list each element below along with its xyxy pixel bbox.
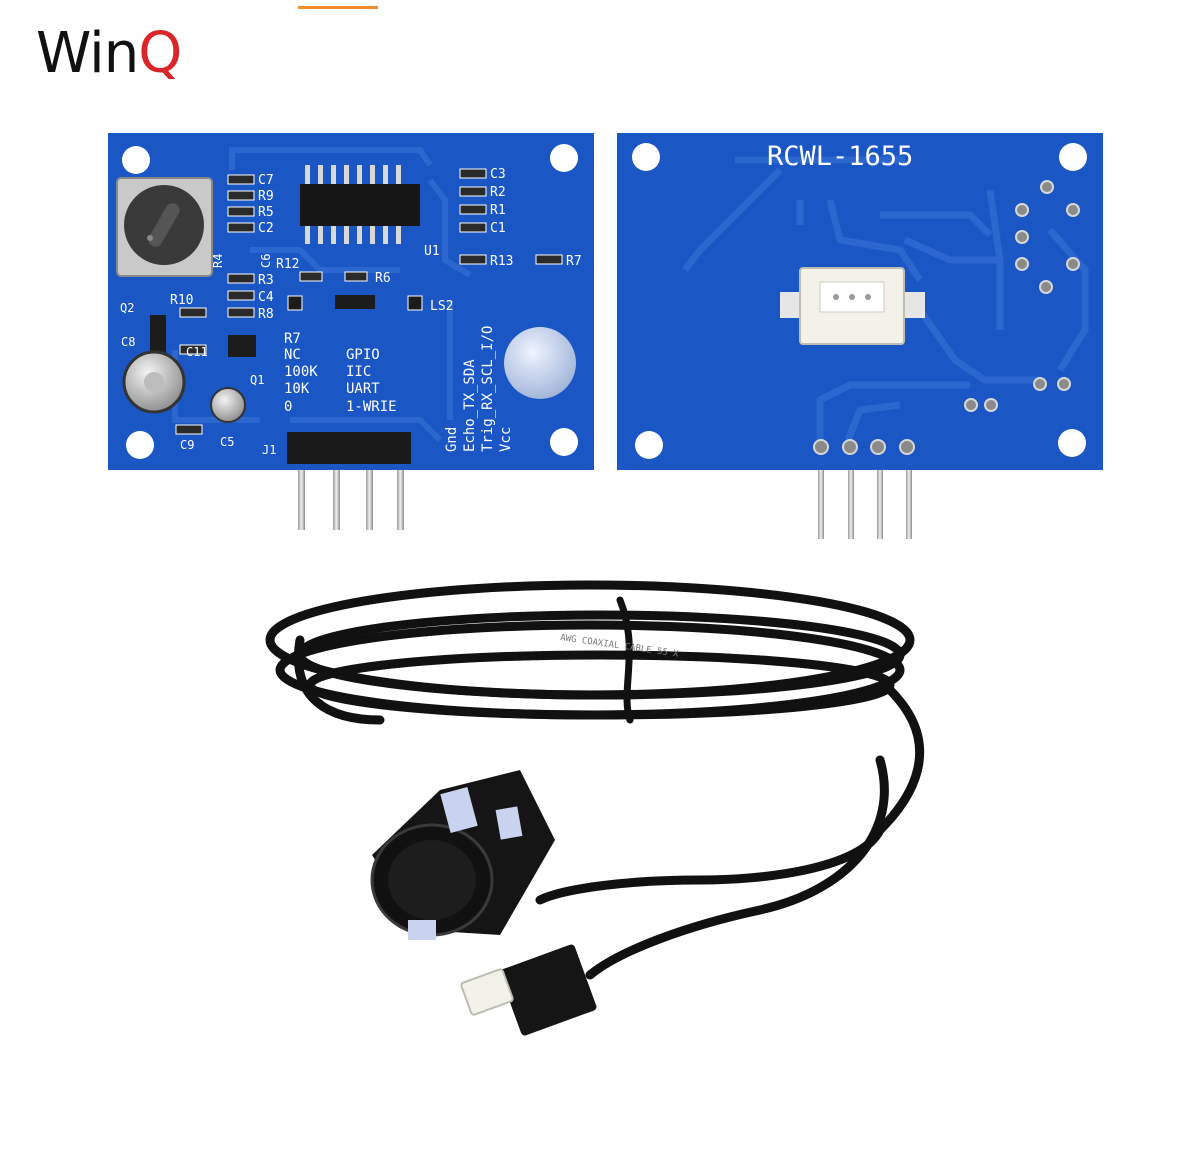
label-r1: R1 — [490, 203, 506, 218]
label-r7-top: R7 — [566, 254, 582, 269]
back-board: RCWL-1655 — [617, 133, 1103, 539]
label-c5: C5 — [220, 435, 234, 449]
label-r6: R6 — [375, 271, 391, 286]
label-u1: U1 — [424, 244, 440, 259]
label-r9: R9 — [258, 189, 274, 204]
label-iic: IIC — [346, 364, 371, 380]
logo-text-main: Win — [36, 21, 139, 86]
smd-parts — [150, 168, 563, 435]
mount-hole — [1059, 143, 1087, 171]
header-j1 — [287, 432, 411, 464]
front-header-pins — [298, 462, 404, 530]
label-r7-option: R7 — [284, 331, 301, 347]
capacitor-c8 — [122, 350, 186, 414]
label-pin-gnd: Gnd — [444, 427, 460, 452]
mount-hole — [632, 143, 660, 171]
jst-connector — [780, 267, 925, 345]
label-r5: R5 — [258, 205, 274, 220]
ic-chip-u1 — [300, 165, 420, 244]
label-ls2: LS2 — [430, 299, 453, 314]
capacitor-c5 — [210, 387, 246, 423]
label-c2: C2 — [258, 221, 274, 236]
label-1-wrie: 1-WRIE — [346, 399, 397, 415]
brand-logo: WinQ — [36, 26, 182, 82]
mount-hole — [122, 146, 150, 174]
label-pin-vcc: Vcc — [498, 427, 514, 452]
logo-text-accent: Q — [138, 21, 182, 86]
mount-hole — [126, 431, 154, 459]
label-10k: 10K — [284, 381, 310, 397]
sensor-pad — [504, 327, 576, 399]
coiled-cable — [265, 580, 925, 980]
label-r13: R13 — [490, 254, 513, 269]
label-c11: C11 — [186, 345, 208, 359]
label-c4: C4 — [258, 290, 274, 305]
label-r3: R3 — [258, 273, 274, 288]
label-c9: C9 — [180, 438, 194, 452]
back-header-pins — [818, 455, 912, 539]
front-board: C7 R9 R5 C2 C3 R2 R1 C1 U1 R12 R6 R13 R7… — [108, 133, 594, 530]
label-j1: J1 — [262, 443, 276, 457]
label-r10: R10 — [170, 293, 193, 308]
mount-hole — [635, 431, 663, 459]
label-uart: UART — [346, 381, 380, 397]
label-zero: 0 — [284, 399, 292, 415]
model-label: RCWL-1655 — [767, 141, 913, 172]
mount-hole — [550, 428, 578, 456]
back-traces — [682, 156, 1089, 442]
ultrasonic-probe — [370, 770, 555, 940]
label-r12: R12 — [276, 257, 299, 272]
header-accent-line — [298, 6, 378, 9]
label-gpio: GPIO — [346, 347, 380, 363]
label-r2: R2 — [490, 185, 506, 200]
jst-plug — [460, 944, 597, 1036]
label-r4: R4 — [211, 254, 225, 268]
label-c1: C1 — [490, 221, 506, 236]
front-silkscreen: C7 R9 R5 C2 C3 R2 R1 C1 U1 R12 R6 R13 R7… — [120, 167, 582, 457]
label-q2: Q2 — [120, 301, 134, 315]
label-q1: Q1 — [250, 373, 264, 387]
solder-joints — [813, 180, 1080, 455]
label-c8: C8 — [121, 335, 135, 349]
label-pin-echo: Echo_TX_SDA — [462, 359, 478, 452]
mount-hole — [550, 144, 578, 172]
label-pin-trig: Trig_RX_SCL_I/O — [480, 326, 496, 452]
label-nc: NC — [284, 347, 301, 363]
label-c6: C6 — [259, 254, 273, 268]
label-100k: 100K — [284, 364, 318, 380]
label-c3: C3 — [490, 167, 506, 182]
label-c7: C7 — [258, 173, 274, 188]
mount-hole — [1058, 429, 1086, 457]
label-r8: R8 — [258, 307, 274, 322]
transformer-t1 — [116, 177, 213, 277]
